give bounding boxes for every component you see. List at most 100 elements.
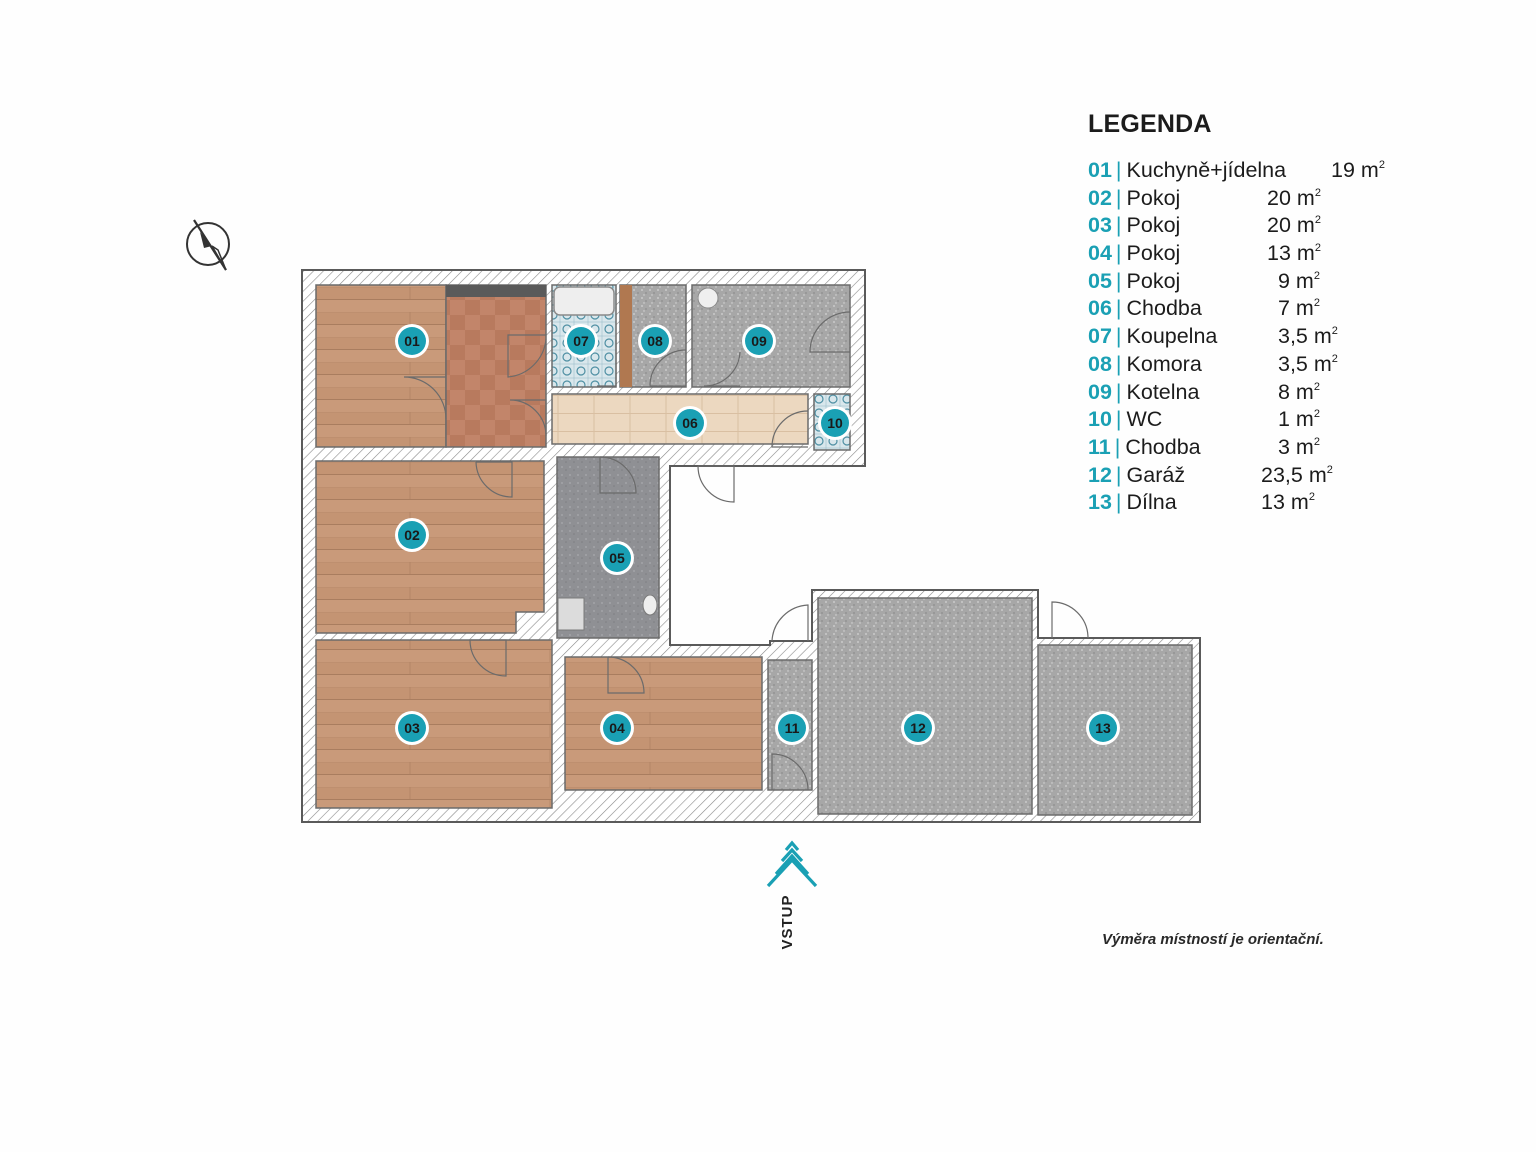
legend-room-name: Kuchyně+jídelna: [1126, 158, 1287, 182]
legend-number: 06: [1088, 296, 1112, 321]
room-marker-label: 04: [609, 720, 625, 736]
room-marker-12: 12: [901, 711, 935, 745]
legend-room-name: Dílna: [1126, 490, 1177, 515]
room-marker-03: 03: [395, 711, 429, 745]
legend-separator: |: [1115, 351, 1122, 376]
legend-separator: |: [1115, 158, 1122, 182]
room-marker-label: 03: [404, 720, 420, 736]
legend-number: 11: [1088, 434, 1111, 459]
legend-separator: |: [1115, 241, 1122, 266]
room-marker-label: 09: [751, 333, 767, 349]
room-marker-09: 09: [742, 324, 776, 358]
legend-separator: |: [1115, 407, 1122, 432]
bathtub: [553, 286, 615, 316]
legend-room-name: Pokoj: [1126, 241, 1181, 266]
room-marker-label: 06: [682, 415, 698, 431]
legend-number: 07: [1088, 324, 1112, 349]
room-marker-label: 13: [1095, 720, 1111, 736]
legend-separator: |: [1115, 462, 1122, 487]
legend-separator: |: [1115, 324, 1122, 349]
legend-separator: |: [1115, 185, 1122, 210]
room-03-floor: [315, 639, 553, 809]
legend-number: 03: [1088, 213, 1112, 238]
legend-room-area: 20 m2: [1267, 213, 1321, 238]
doors: [403, 311, 1089, 791]
entrance-arrow-icon: [766, 840, 818, 888]
legend-item: 01|Kuchyně+jídelna 19 m2: [1088, 157, 1428, 185]
room-01-floor: [315, 284, 447, 448]
legend-room-name: Pokoj: [1126, 213, 1181, 238]
legend-number: 10: [1088, 407, 1112, 432]
room-marker-02: 02: [395, 518, 429, 552]
room-marker-label: 07: [573, 333, 589, 349]
legend-room-name: Kotelna: [1126, 379, 1200, 404]
legend-number: 01: [1088, 158, 1112, 182]
legend-number: 13: [1088, 490, 1112, 515]
legend-item: 06|Chodba 7 m2: [1088, 295, 1428, 323]
legend-room-area: 23,5 m2: [1261, 462, 1333, 487]
legend-separator: |: [1115, 213, 1122, 238]
legend-room-name: Chodba: [1126, 296, 1202, 321]
legend-room-name: Komora: [1126, 351, 1202, 376]
legend-room-name: WC: [1126, 407, 1163, 432]
legend-number: 02: [1088, 185, 1112, 210]
legend-room-area: 13 m2: [1267, 241, 1321, 266]
legend-number: 09: [1088, 379, 1112, 404]
legend-number: 04: [1088, 241, 1112, 266]
room-marker-01: 01: [395, 324, 429, 358]
room-marker-label: 11: [785, 720, 800, 736]
legend-room-name: Garáž: [1126, 462, 1186, 487]
room-05-sink: [642, 594, 658, 616]
legend-room-area: 20 m2: [1267, 185, 1321, 210]
legend-room-name: Chodba: [1125, 434, 1201, 459]
legend-item: 07|Koupelna 3,5 m2: [1088, 323, 1428, 351]
room-marker-13: 13: [1086, 711, 1120, 745]
legend-item: 10|WC 1 m2: [1088, 406, 1428, 434]
kitchen-counter: [446, 285, 546, 297]
legend-room-area: 19 m2: [1331, 158, 1385, 182]
legend-item: 11|Chodba 3 m2: [1088, 434, 1428, 462]
room-floors: [315, 284, 1193, 816]
room-marker-07: 07: [564, 324, 598, 358]
legend-title: LEGENDA: [1088, 110, 1212, 138]
room-marker-label: 01: [404, 333, 420, 349]
room-marker-label: 05: [609, 550, 625, 566]
room-02-floor: [315, 460, 545, 634]
room-marker-label: 10: [827, 415, 843, 431]
legend-separator: |: [1115, 379, 1122, 404]
legend-separator: |: [1114, 434, 1121, 459]
room-marker-label: 02: [404, 527, 420, 543]
north-arrow-icon: [186, 219, 230, 271]
room-marker-05: 05: [600, 541, 634, 575]
legend-room-area: 7 m2: [1278, 296, 1320, 321]
legend-separator: |: [1115, 296, 1122, 321]
legend-room-area: 1 m2: [1278, 407, 1320, 432]
area-note: Výměra místností je orientační.: [1102, 931, 1324, 948]
room-marker-label: 12: [910, 720, 926, 736]
legend-room-name: Koupelna: [1126, 324, 1218, 349]
legend-room-area: 9 m2: [1278, 268, 1320, 293]
room-marker-11: 11: [775, 711, 809, 745]
legend-room-area: 3,5 m2: [1278, 324, 1338, 349]
room-01-kitchen-floor: [445, 284, 547, 448]
room-marker-08: 08: [638, 324, 672, 358]
room-marker-06: 06: [673, 406, 707, 440]
legend-separator: |: [1115, 268, 1122, 293]
legend-room-area: 3,5 m2: [1278, 351, 1338, 376]
legend-room-area: 3 m2: [1278, 434, 1320, 459]
legend-item: 03|Pokoj 20 m2: [1088, 212, 1428, 240]
room-marker-04: 04: [600, 711, 634, 745]
room-04-floor: [564, 656, 763, 791]
room-12-floor: [817, 597, 1033, 815]
room-marker-label: 08: [647, 333, 663, 349]
legend-room-area: 13 m2: [1261, 490, 1315, 515]
entrance-label: VSTUP: [779, 894, 796, 950]
